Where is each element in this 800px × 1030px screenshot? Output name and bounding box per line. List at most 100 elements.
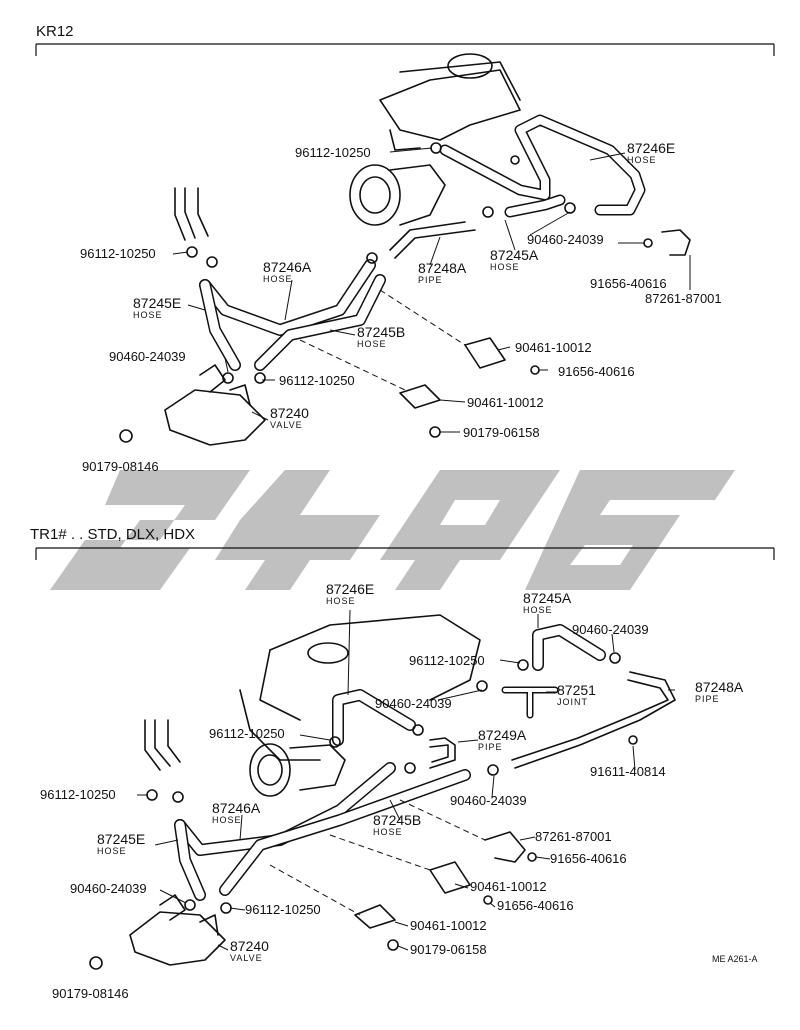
label-hose-87245a-a: HOSE — [490, 262, 520, 272]
label-87249a: 87249A — [478, 727, 527, 743]
clamp-tr1-3 — [609, 652, 621, 664]
clamp-tr1-5 — [404, 762, 416, 774]
label-valve-87240-b: VALVE — [230, 953, 263, 963]
nut-90179-tr1-a — [387, 939, 399, 951]
label-87245b-a: 87245B — [357, 324, 405, 340]
clamp-kr12-1 — [430, 142, 442, 154]
label-87240-a: 87240 — [270, 405, 309, 421]
hose-87246a-fill — [200, 260, 375, 335]
nut-90179-tr1-b — [89, 956, 103, 970]
retainer-90461-kr12-b — [399, 384, 441, 409]
clamp-kr12-3 — [482, 206, 494, 218]
clamp-kr12-5 — [186, 246, 198, 258]
label-hose-87245e-a: HOSE — [133, 310, 163, 320]
label-96112-10250-c: 96112-10250 — [279, 373, 355, 388]
label-90460-24039-b: 90460-24039 — [109, 349, 186, 364]
hose-87245e-tr1-fill — [175, 820, 205, 900]
valve-87240-tr1-port — [199, 914, 219, 936]
label-91656-40616-a: 91656-40616 — [590, 276, 667, 291]
heater-pipe-a — [174, 187, 186, 241]
clamp-tr1-6 — [487, 764, 499, 776]
retainer-90461-tr1-b — [354, 904, 396, 929]
label-90461-10012-c: 90461-10012 — [470, 879, 547, 894]
water-pump-body-tr1 — [289, 744, 346, 791]
clamp-tr1-2 — [517, 659, 529, 671]
label-87246a-b: 87246A — [212, 800, 261, 816]
hose-87245a-tr1-fill — [533, 625, 605, 670]
label-hose-87245e-b: HOSE — [97, 846, 127, 856]
pipe-87249a-b — [429, 744, 449, 763]
pipe-87249a-a — [429, 737, 456, 769]
label-87245e-b: 87245E — [97, 831, 145, 847]
kr12-leader-lines — [172, 147, 691, 433]
label-87248a-b: 87248A — [695, 679, 744, 695]
clamp-kr12-9 — [254, 372, 266, 384]
label-90179-08146-a: 90179-08146 — [82, 459, 159, 474]
washer-tr1 — [476, 680, 488, 692]
label-87248a-a: 87248A — [418, 260, 467, 276]
pipe-87248a-tr1-a — [514, 671, 676, 769]
clamp-kr12-2 — [510, 155, 520, 165]
tr1-drawing — [89, 614, 676, 970]
label-90179-06158-a: 90179-06158 — [463, 425, 540, 440]
label-87246a-a: 87246A — [263, 259, 312, 275]
label-91656-40616-b: 91656-40616 — [558, 364, 635, 379]
clamp-kr12-8 — [222, 372, 234, 384]
water-pump-hub-tr1 — [257, 754, 283, 786]
clamp-tr1-7 — [146, 789, 158, 801]
label-valve-87240-a: VALVE — [270, 420, 303, 430]
engine-front-tr1 — [239, 689, 321, 761]
bolt-91656-tr1-a — [527, 852, 537, 862]
hose-87246e-fill — [441, 116, 644, 214]
heater-pipe-tr1-c — [167, 719, 181, 763]
label-87245e-a: 87245E — [133, 295, 181, 311]
label-96112-10250-b: 96112-10250 — [80, 246, 156, 261]
label-90461-10012-d: 90461-10012 — [410, 918, 487, 933]
joint-87251-fill — [503, 688, 557, 717]
section-header-kr12: KR12 — [36, 23, 74, 40]
water-pump-housing — [349, 164, 401, 226]
label-87261-87001-b: 87261-87001 — [535, 829, 612, 844]
water-pump-body — [389, 164, 446, 226]
valve-87240-lever — [199, 364, 226, 393]
bracket-87261-tr1 — [484, 831, 526, 863]
label-90179-08146-b: 90179-08146 — [52, 986, 129, 1001]
label-hose-87245b-b: HOSE — [373, 827, 403, 837]
clamp-tr1-1 — [329, 736, 341, 748]
engine-radiator-cap — [447, 53, 493, 79]
retainer-90461-tr1-a — [429, 861, 471, 894]
engine-radiator-cap-tr1 — [307, 642, 349, 664]
clamp-tr1-9 — [184, 899, 196, 911]
bracket-87261-kr12 — [661, 229, 691, 256]
pipe-87248a-b — [394, 229, 476, 259]
label-hose-87246a-a: HOSE — [263, 274, 293, 284]
hose-87245e-fill — [200, 280, 240, 370]
retainer-90461-kr12-a — [464, 337, 506, 369]
label-87246e-b: 87246E — [326, 581, 374, 597]
watermark-logo — [50, 470, 735, 590]
label-96112-10250-d: 96112-10250 — [409, 653, 485, 668]
label-87245a-b: 87245A — [523, 590, 572, 606]
tr1-leader-lines — [137, 609, 675, 951]
clamp-tr1-10 — [220, 902, 232, 914]
label-91611-40814: 91611-40814 — [590, 764, 666, 779]
hose-87245a-fill — [506, 196, 564, 216]
nut-90179-kr12-a — [429, 426, 441, 438]
figure-reference-code: ME A261-A — [712, 954, 758, 964]
label-hose-87246a-b: HOSE — [212, 815, 242, 825]
label-96112-10250-f: 96112-10250 — [40, 787, 116, 802]
label-90179-06158-b: 90179-06158 — [410, 942, 487, 957]
label-96112-10250-a: 96112-10250 — [295, 145, 371, 160]
clamp-kr12-6 — [206, 256, 218, 268]
label-87245b-b: 87245B — [373, 812, 421, 828]
clamp-kr12-7 — [366, 252, 378, 264]
bolt-91656-kr12-b — [530, 365, 540, 375]
label-90460-24039-a: 90460-24039 — [527, 232, 604, 247]
bolt-91656-tr1-b — [483, 895, 493, 905]
label-pipe-87249a: PIPE — [478, 742, 503, 752]
heater-pipe-c — [197, 187, 209, 237]
nut-90179-kr12-b — [119, 429, 133, 443]
valve-87240-body — [164, 389, 266, 446]
